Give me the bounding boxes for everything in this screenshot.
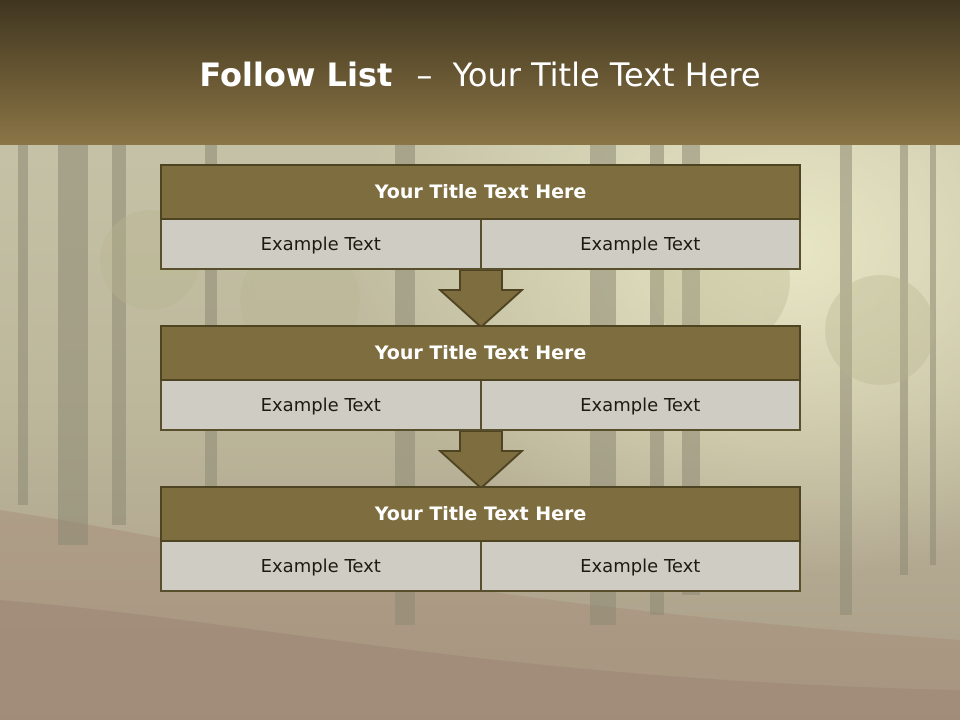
step-box-3: Your Title Text Here Example Text Exampl… [160, 486, 801, 592]
title-subtitle-part: Your Title Text Here [452, 56, 761, 94]
step-left-text: Example Text [160, 220, 482, 270]
step-box-2: Your Title Text Here Example Text Exampl… [160, 325, 801, 431]
step-left-text: Example Text [160, 542, 482, 592]
down-arrow-icon [438, 431, 524, 489]
step-row: Example Text Example Text [160, 220, 801, 270]
step-row: Example Text Example Text [160, 542, 801, 592]
down-arrow-icon [438, 270, 524, 328]
step-title: Your Title Text Here [160, 325, 801, 381]
step-box-1: Your Title Text Here Example Text Exampl… [160, 164, 801, 270]
step-row: Example Text Example Text [160, 381, 801, 431]
title-bold-part: Follow List [199, 56, 393, 94]
step-title: Your Title Text Here [160, 164, 801, 220]
slide-title: Follow List – Your Title Text Here [0, 52, 960, 98]
step-right-text: Example Text [481, 381, 801, 431]
step-left-text: Example Text [160, 381, 482, 431]
step-right-text: Example Text [481, 220, 801, 270]
step-title: Your Title Text Here [160, 486, 801, 542]
title-bar: Follow List – Your Title Text Here [0, 0, 960, 145]
title-separator: – [416, 56, 433, 94]
step-right-text: Example Text [481, 542, 801, 592]
